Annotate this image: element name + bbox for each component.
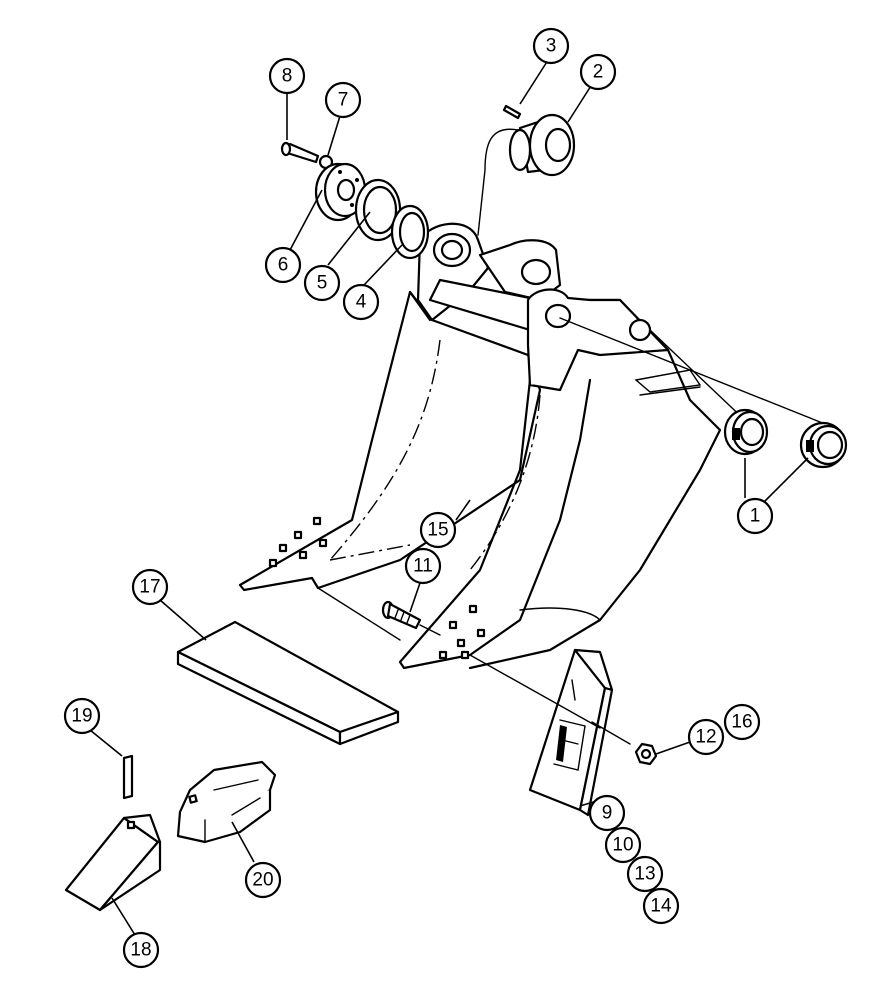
- tooth-pin-19: [122, 754, 134, 800]
- tooth-adapter-20: [176, 760, 277, 844]
- svg-text:17: 17: [139, 577, 160, 598]
- svg-text:9: 9: [602, 803, 613, 824]
- callout-12: 12: [687, 718, 725, 756]
- bolt-11: [381, 600, 422, 630]
- svg-text:10: 10: [612, 835, 633, 856]
- callout-10: 10: [604, 826, 642, 864]
- callout-17: 17: [131, 568, 169, 606]
- assembly-line-11: [419, 624, 441, 636]
- callout-2: 2: [579, 53, 617, 91]
- shim-5: [354, 178, 402, 242]
- assembly-line-9: [469, 654, 601, 729]
- callout-4: 4: [342, 283, 380, 321]
- cutting-edge-17: [176, 620, 400, 746]
- callout-1: 1: [736, 497, 774, 535]
- callout-8: 8: [268, 57, 306, 95]
- svg-text:5: 5: [317, 273, 328, 294]
- svg-text:6: 6: [278, 255, 289, 276]
- callout-16: 16: [723, 703, 761, 741]
- svg-text:13: 13: [634, 864, 655, 885]
- svg-text:4: 4: [356, 292, 367, 313]
- svg-text:7: 7: [338, 90, 349, 111]
- callout-15: 15: [419, 511, 457, 549]
- bushing-1b: [799, 421, 848, 469]
- callout-5: 5: [303, 264, 341, 302]
- svg-text:12: 12: [695, 727, 716, 748]
- roll-pin-3: [502, 104, 522, 120]
- callout-13: 13: [626, 855, 664, 893]
- pin-axis-line-2: [649, 329, 751, 426]
- callout-14: 14: [642, 887, 680, 925]
- svg-text:1: 1: [750, 506, 761, 527]
- svg-text:11: 11: [413, 556, 433, 577]
- bushing-1a: [723, 408, 769, 456]
- nut-12: [634, 742, 658, 766]
- svg-text:19: 19: [71, 706, 92, 727]
- bolt-shank-9: [591, 721, 631, 745]
- callout-11: 11: [404, 547, 442, 585]
- callout-3: 3: [532, 27, 570, 65]
- callout-18: 18: [122, 931, 160, 969]
- callout-7: 7: [324, 81, 362, 119]
- callout-20: 20: [244, 861, 282, 899]
- svg-text:20: 20: [252, 870, 273, 891]
- svg-text:16: 16: [731, 712, 752, 733]
- bucket-tooth-18: [64, 813, 162, 912]
- svg-text:3: 3: [546, 36, 557, 57]
- callout-19: 19: [63, 697, 101, 735]
- svg-text:14: 14: [650, 896, 672, 917]
- svg-text:2: 2: [593, 62, 604, 83]
- assembly-line-2: [477, 128, 519, 236]
- svg-text:15: 15: [427, 520, 448, 541]
- svg-text:18: 18: [130, 940, 151, 961]
- callout-9: 9: [588, 794, 626, 832]
- bolt-8: [280, 141, 320, 164]
- svg-text:8: 8: [282, 66, 293, 87]
- callout-6: 6: [264, 246, 302, 284]
- flanged-bushing-2: [508, 113, 576, 177]
- pin-axis-line: [559, 317, 841, 431]
- retainer-plate-6: [314, 162, 367, 222]
- side-cutter-9: [528, 648, 614, 817]
